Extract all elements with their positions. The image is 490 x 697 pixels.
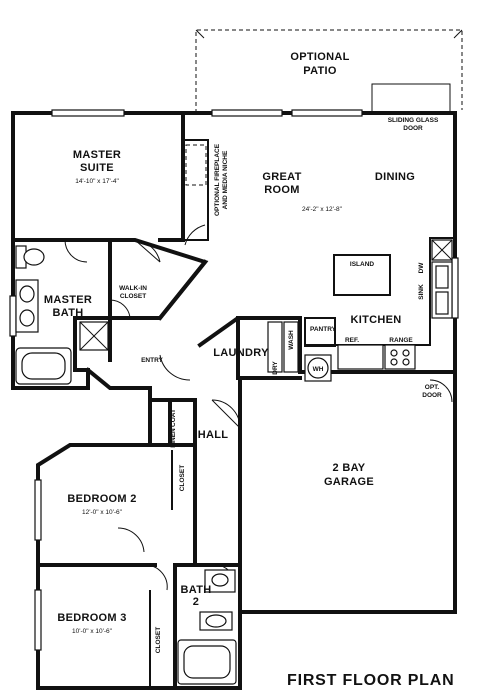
bedroom2-label: BEDROOM 2 12'-0" x 10'-6" <box>67 493 136 516</box>
closet-bed3-label: CLOSET <box>155 627 162 653</box>
bath2-label: BATH 2 <box>181 584 212 608</box>
opt-door-line-2: DOOR <box>422 392 442 399</box>
bedroom3-label: BEDROOM 3 10'-0" x 10'-6" <box>57 612 126 635</box>
windows <box>9 109 459 651</box>
fixtures <box>15 144 453 685</box>
fireplace-label: OPTIONAL FIREPLACE AND MEDIA NICHE <box>214 143 229 216</box>
pantry-label: PANTRY <box>310 326 337 333</box>
interior-walls <box>11 111 457 690</box>
master-suite-line-2: SUITE <box>80 162 114 174</box>
coat-label: COAT <box>170 409 177 427</box>
bath2-line-2: 2 <box>193 596 199 608</box>
island-label: ISLAND <box>350 261 375 268</box>
dining-label: DINING <box>375 171 415 183</box>
bedroom2-name: BEDROOM 2 <box>67 493 136 505</box>
opt-door-line-1: OPT. <box>425 384 440 391</box>
kitchen-label: KITCHEN <box>351 314 402 326</box>
sliding-door-landing <box>371 83 451 113</box>
dw-label: DW <box>418 262 425 274</box>
wash-label: WASH <box>288 330 295 350</box>
great-room-line-2: ROOM <box>264 184 299 196</box>
dry-label: DRY <box>272 361 279 375</box>
patio-line-1: OPTIONAL <box>290 51 349 63</box>
ref-label: REF. <box>345 337 359 344</box>
wh-label: WH <box>313 366 324 373</box>
garage-line-2: GARAGE <box>324 476 374 488</box>
master-suite-label: MASTER SUITE 14'-10" x 17'-4" <box>73 149 121 185</box>
bath2-line-1: BATH <box>181 584 212 596</box>
fireplace-line-1: OPTIONAL FIREPLACE <box>214 143 221 216</box>
garage-line-1: 2 BAY <box>333 462 366 474</box>
garage-label: 2 BAY GARAGE <box>324 462 374 488</box>
walk-in-line-1: WALK-IN <box>119 285 147 292</box>
linen-label: LINEN <box>170 428 177 448</box>
great-room-dims: 24'-2" x 12'-8" <box>302 206 343 213</box>
sliding-door-label: SLIDING GLASS DOOR <box>388 117 439 132</box>
fireplace-line-2: AND MEDIA NICHE <box>222 150 229 209</box>
sink-label: SINK <box>418 284 425 300</box>
great-room-label: GREAT ROOM 24'-2" x 12'-8" <box>262 171 342 213</box>
master-bath-line-2: BATH <box>53 307 84 319</box>
closet-bed2-label: CLOSET <box>179 465 186 491</box>
optional-patio-outline <box>195 29 463 113</box>
master-suite-line-1: MASTER <box>73 149 121 161</box>
bedroom3-dims: 10'-0" x 10'-6" <box>72 628 113 635</box>
laundry-label: LAUNDRY <box>213 347 269 359</box>
hall-label: HALL <box>198 429 229 441</box>
opt-door-label: OPT. DOOR <box>422 384 442 399</box>
exterior-walls <box>11 111 457 690</box>
door-swings <box>64 224 453 591</box>
plan-title: FIRST FLOOR PLAN <box>287 672 454 689</box>
great-room-line-1: GREAT <box>262 171 301 183</box>
entry-label: ENTRY <box>141 357 163 364</box>
sliding-door-line-1: SLIDING GLASS <box>388 117 439 124</box>
patio-label: OPTIONAL PATIO <box>290 51 349 77</box>
sliding-door-line-2: DOOR <box>403 125 423 132</box>
master-suite-dims: 14'-10" x 17'-4" <box>75 178 119 185</box>
walk-in-closet-label: WALK-IN CLOSET <box>119 285 147 300</box>
bedroom3-name: BEDROOM 3 <box>57 612 126 624</box>
bedroom2-dims: 12'-0" x 10'-6" <box>82 509 123 516</box>
master-bath-label: MASTER BATH <box>44 294 92 319</box>
walk-in-line-2: CLOSET <box>120 293 146 300</box>
patio-line-2: PATIO <box>303 65 337 77</box>
range-label: RANGE <box>389 337 413 344</box>
master-bath-line-1: MASTER <box>44 294 92 306</box>
